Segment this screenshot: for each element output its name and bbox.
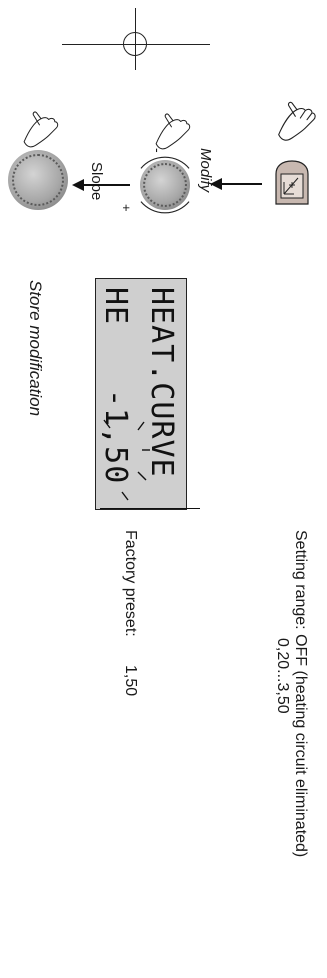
setting-range-line2: 0,20...3,50 <box>274 638 291 714</box>
setting-range-line1: Setting range: OFF (heating circuit elim… <box>292 530 309 858</box>
pointing-hand-icon <box>23 111 59 148</box>
pointing-hand-icon <box>278 101 316 141</box>
store-modification-label: Store modification <box>26 280 45 417</box>
lcd-pointer-line <box>100 508 200 510</box>
factory-preset-value: 1,50 <box>122 665 139 697</box>
display-line2-label: HE <box>98 287 133 326</box>
blink-marks <box>103 419 150 501</box>
heat-curve-button-icon[interactable] <box>272 158 312 208</box>
lcd-display: HEAT.CURVE HE -1,50 <box>95 278 187 510</box>
pointing-hand-icon <box>155 113 191 150</box>
factory-preset-label: Factory preset: <box>122 530 139 637</box>
slope-label: Slope <box>88 162 105 201</box>
rotary-knob-icon <box>12 154 64 206</box>
